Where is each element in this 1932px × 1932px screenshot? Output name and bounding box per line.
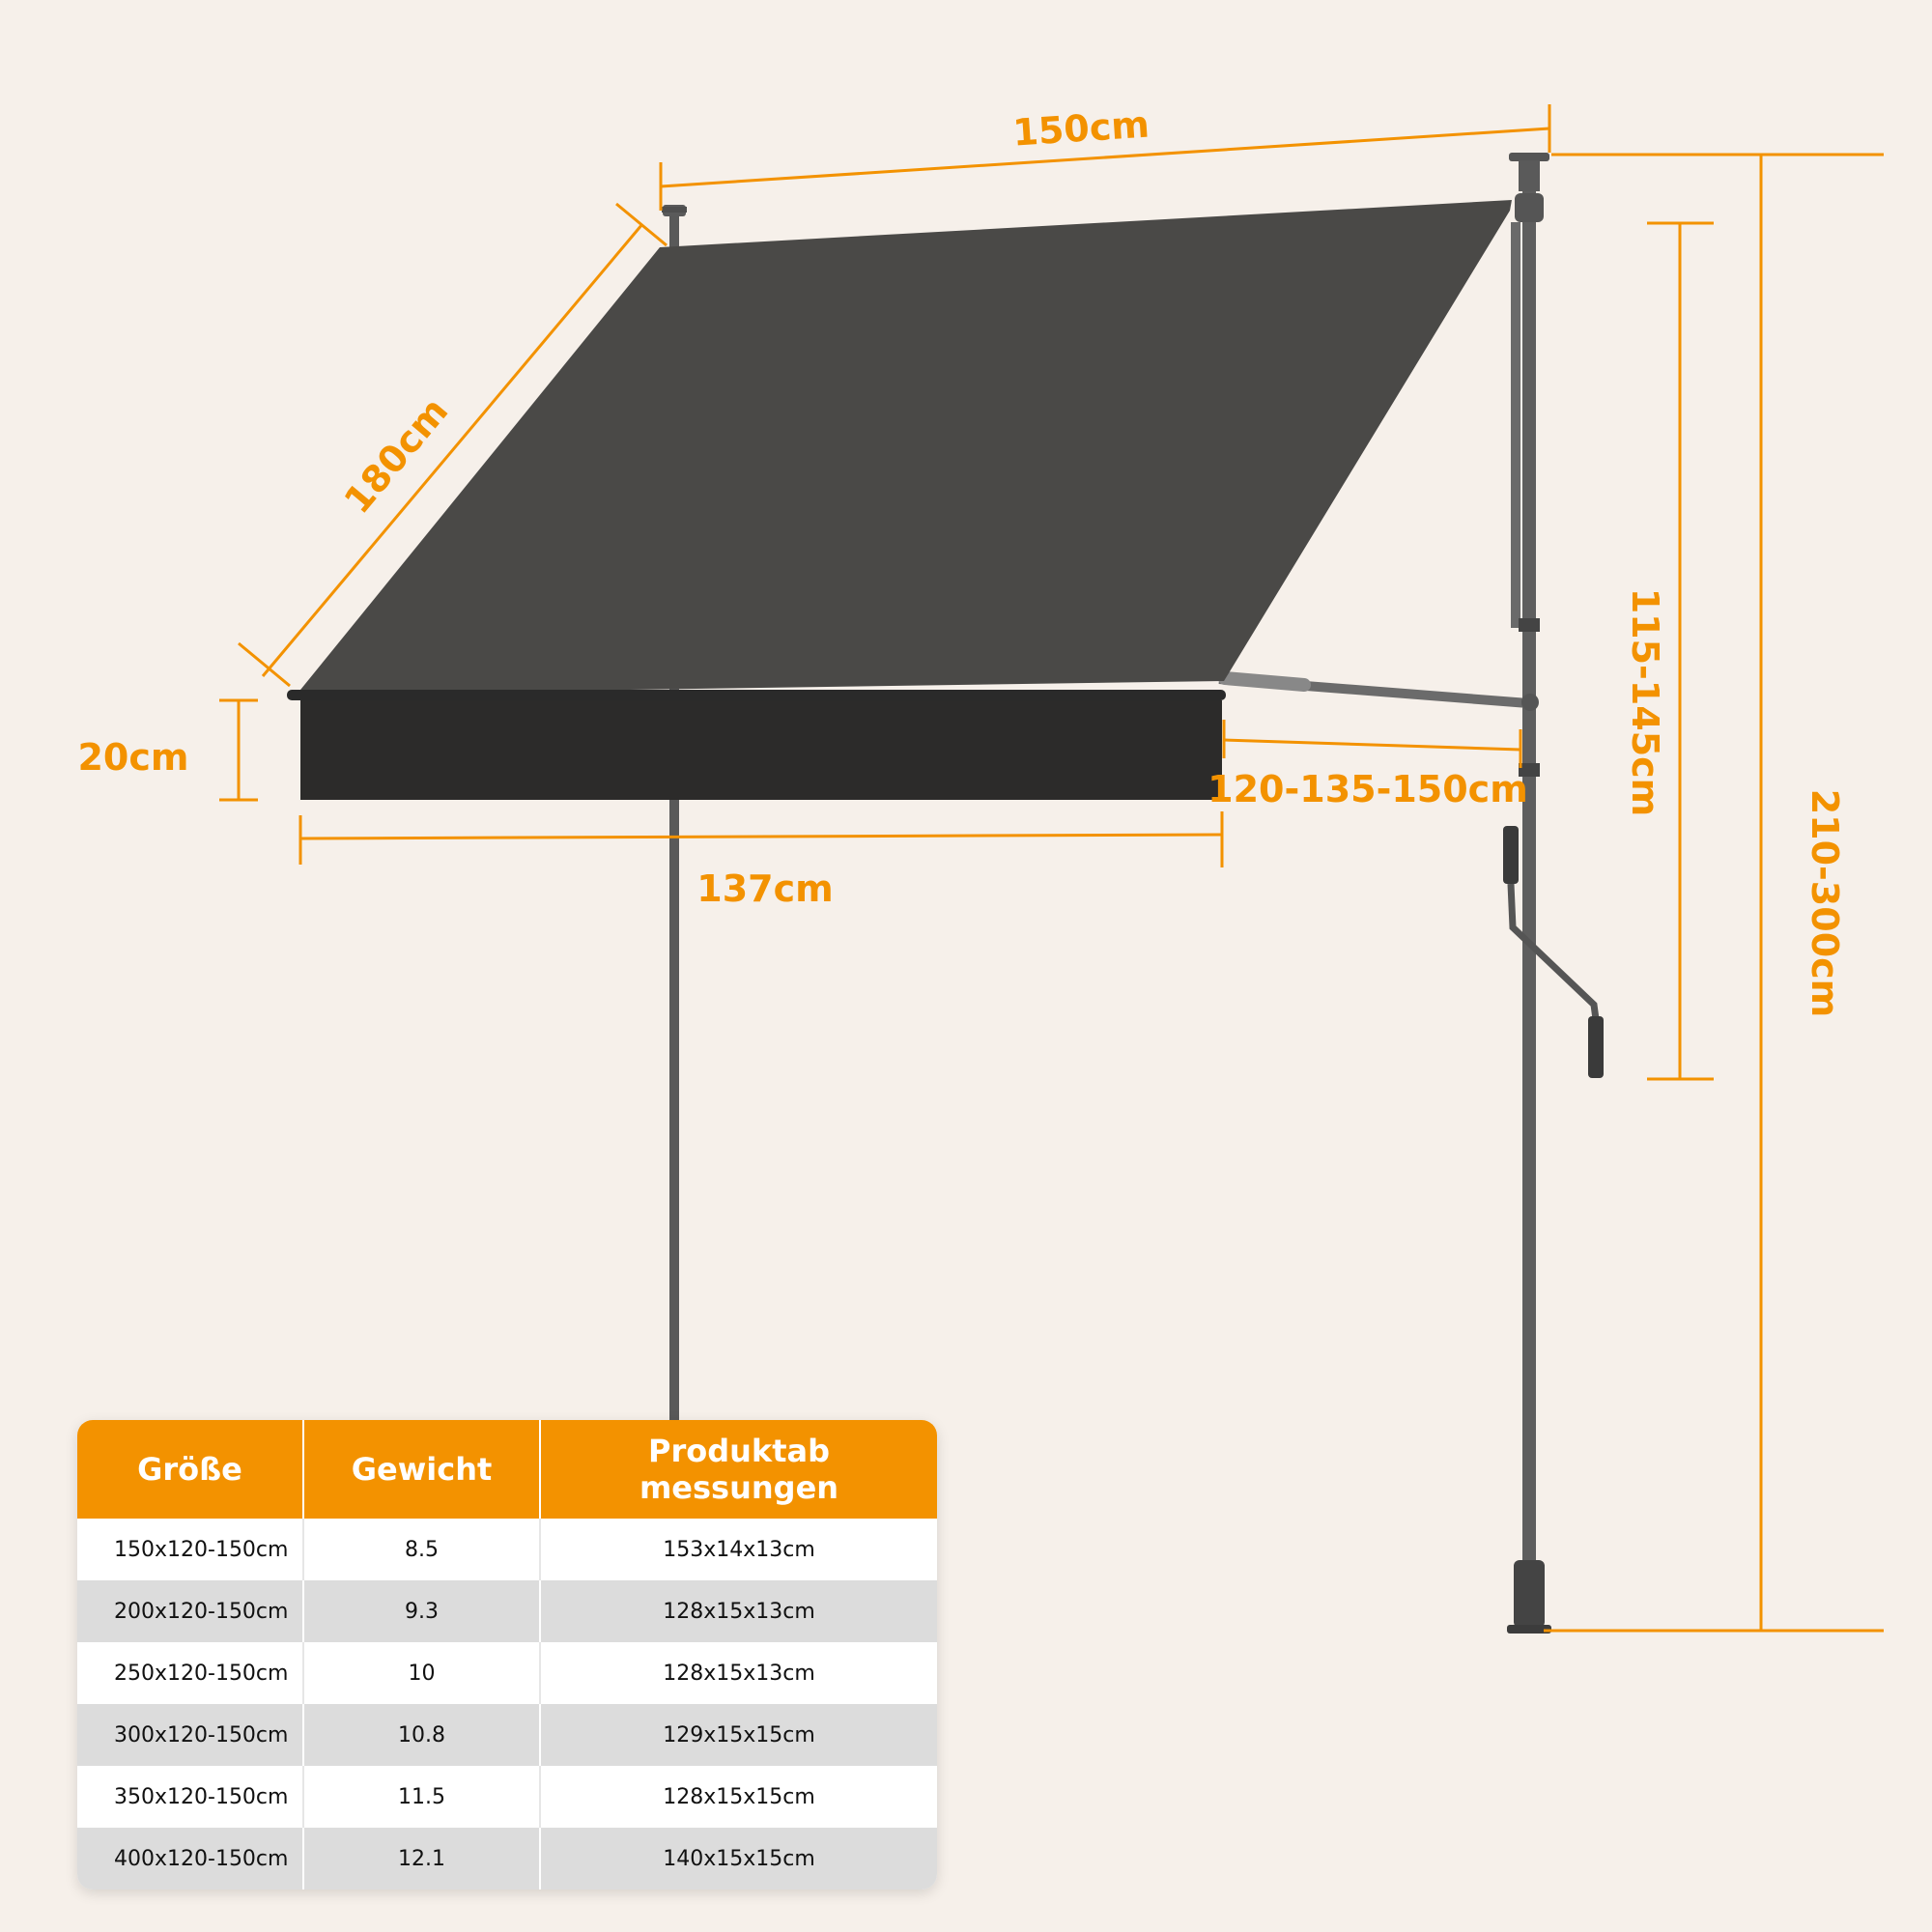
weight-cell: 10 [303, 1642, 541, 1704]
header-weight: Gewicht [303, 1420, 541, 1519]
dim-label-width-top: 150cm [1011, 103, 1151, 155]
dim-label-arm-extension: 120-135-150cm [1208, 768, 1528, 810]
crank-handle-knob [1588, 1016, 1604, 1078]
table-row: 150x120-150cm 8.5 153x14x13cm [77, 1519, 937, 1580]
product-dimensions-cell: 153x14x13cm [663, 1537, 815, 1562]
right-pole-joint-1 [1519, 618, 1540, 632]
product-dimensions-cell: 128x15x13cm [663, 1661, 815, 1686]
size-cell: 350x120-150cm [77, 1766, 304, 1828]
crank-handle-grip [1503, 826, 1519, 884]
weight-cell: 8.5 [303, 1519, 541, 1580]
table-row: 200x120-150cm 9.3 128x15x13cm [77, 1580, 937, 1642]
right-pole-base-plate [1507, 1625, 1551, 1634]
right-pole-inner-tube [1511, 222, 1520, 628]
right-pole-foot [1514, 1560, 1545, 1628]
left-pole-top-plate [662, 207, 687, 213]
right-pole-top-plate [1509, 153, 1549, 161]
size-cell: 200x120-150cm [77, 1580, 304, 1642]
spec-table-card: Größe Gewicht Produktab messungen 150x12… [77, 1420, 937, 1889]
dim-label-width-front: 137cm [696, 867, 833, 910]
left-pole [669, 213, 679, 1420]
dim-label-depth: 180cm [336, 389, 457, 522]
awning-fabric [297, 200, 1512, 695]
product-dimensions-cell: 129x15x15cm [540, 1704, 937, 1766]
header-size: Größe [77, 1420, 304, 1519]
dim-label-total-height: 210-300cm [1804, 789, 1846, 1018]
dimension-lines [219, 104, 1884, 1633]
weight-cell: 11.5 [303, 1766, 541, 1828]
product-dimensions-cell: 128x15x13cm [540, 1580, 937, 1642]
table-row: 250x120-150cm 10 128x15x13cm [77, 1642, 937, 1704]
awning-valance [300, 700, 1222, 800]
size-cell: 400x120-150cm [77, 1828, 304, 1889]
table-row: 300x120-150cm 10.8 129x15x15cm [77, 1704, 937, 1766]
right-pole-top-collar [1519, 160, 1540, 191]
table-row: 350x120-150cm 11.5 128x15x15cm [77, 1766, 937, 1828]
spec-table-header-row: Größe Gewicht Produktab messungen [77, 1420, 937, 1519]
header-product-dimensions: Produktab messungen [540, 1420, 937, 1519]
spec-table: Größe Gewicht Produktab messungen 150x12… [77, 1420, 937, 1889]
support-arm-sleeve [1218, 671, 1311, 692]
product-dimensions-cell: 140x15x15cm [540, 1828, 937, 1889]
support-arm-clamp [1521, 694, 1539, 711]
right-pole-bracket [1515, 193, 1544, 222]
product-dimensions-cell: 128x15x15cm [663, 1784, 815, 1809]
right-pole-joint-2 [1519, 763, 1540, 777]
weight-cell: 9.3 [303, 1580, 541, 1642]
weight-cell: 12.1 [303, 1828, 541, 1889]
size-cell: 150x120-150cm [77, 1519, 304, 1580]
right-pole [1522, 169, 1536, 1628]
dim-label-arm-height: 115-145cm [1624, 588, 1666, 817]
crank-handle-rod [1507, 883, 1600, 1020]
dim-label-valance-height: 20cm [77, 736, 188, 779]
size-cell: 250x120-150cm [77, 1642, 304, 1704]
table-row: 400x120-150cm 12.1 140x15x15cm [77, 1828, 937, 1889]
size-cell: 300x120-150cm [77, 1704, 304, 1766]
weight-cell: 10.8 [303, 1704, 541, 1766]
awning-roller-bar [287, 690, 1226, 700]
